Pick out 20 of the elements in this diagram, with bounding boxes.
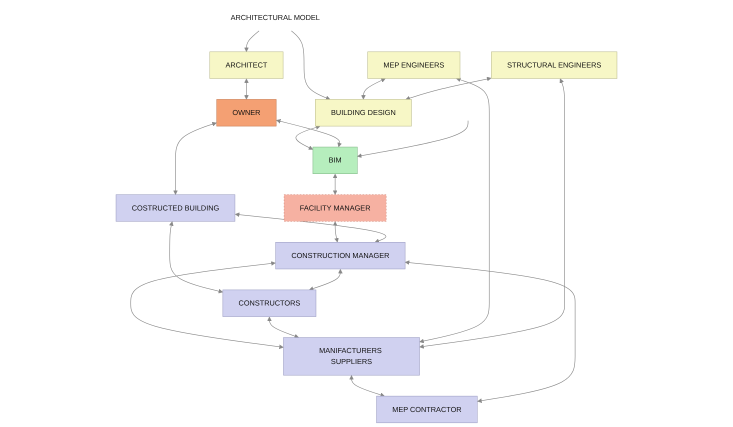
- arrow: [332, 174, 338, 195]
- arrow: [267, 316, 299, 338]
- arrow: [244, 30, 260, 52]
- arrow: [276, 119, 342, 148]
- arrow: [296, 125, 320, 150]
- arrow: [349, 375, 385, 398]
- arrow: [357, 120, 468, 158]
- arrow: [419, 78, 565, 349]
- arrow: [404, 260, 576, 403]
- arrow: [168, 221, 224, 294]
- arrow: [361, 78, 386, 100]
- arrow: [173, 122, 217, 195]
- arrow: [291, 30, 330, 100]
- arrow: [234, 212, 386, 243]
- arrow: [419, 78, 490, 344]
- arrow: [308, 268, 343, 291]
- arrow: [405, 76, 492, 100]
- arrow: [244, 78, 249, 100]
- arrow: [332, 221, 339, 242]
- arrow: [130, 261, 284, 350]
